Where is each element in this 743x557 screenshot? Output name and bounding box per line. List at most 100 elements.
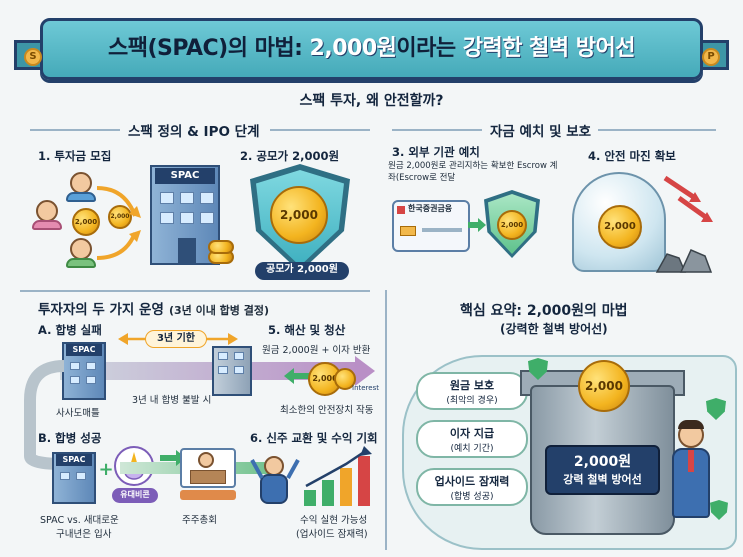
plus-icon: + xyxy=(98,459,114,480)
delisting-label: 사사도매틀 xyxy=(56,408,100,419)
businessman-hair xyxy=(678,420,704,429)
interest-coin-icon xyxy=(334,368,356,390)
coin-stack-icon xyxy=(208,240,234,254)
subtitle: 스팩 투자, 왜 안전할까? xyxy=(299,93,444,109)
side-coin-left-icon: S xyxy=(24,48,42,66)
coin-icon: 2,000 xyxy=(497,210,527,240)
operation-section-title: 투자자의 두 가지 운영 xyxy=(38,302,164,318)
transfer-arrow-icon xyxy=(468,218,486,232)
window xyxy=(180,212,194,224)
success-label: B. 합병 성공 xyxy=(38,431,102,445)
window xyxy=(86,362,96,370)
shield-check-icon xyxy=(528,358,548,380)
window xyxy=(70,376,80,384)
window xyxy=(160,212,174,224)
window xyxy=(70,362,80,370)
refund-label: 원금 2,000원 + 이자 반환 xyxy=(262,345,371,356)
bank-name: 한국증권금융 xyxy=(408,204,453,213)
unicorn-tag: 유대비콘 xyxy=(112,488,158,503)
window xyxy=(76,472,86,480)
bank-logo-icon xyxy=(397,206,405,214)
window xyxy=(200,192,214,204)
investor-body xyxy=(32,220,62,230)
window xyxy=(160,192,174,204)
fail-flow-arrowhead-icon xyxy=(355,356,375,386)
spac-building-label: SPAC xyxy=(66,344,102,356)
coin-icon: 2,000 xyxy=(578,360,630,412)
tower-label: 2,000원 강력 철벽 방어선 xyxy=(545,445,660,495)
shield-check-icon xyxy=(710,500,728,520)
podium xyxy=(190,470,226,484)
celebrate-arms-icon xyxy=(250,459,300,479)
investor-body xyxy=(260,474,288,504)
investor-icon xyxy=(70,172,92,194)
card-chip xyxy=(400,226,416,236)
coin-icon: 2,000 xyxy=(72,208,100,236)
speaker-head xyxy=(198,452,214,468)
investor-body xyxy=(66,258,96,268)
divider xyxy=(270,129,370,131)
deposit-section-title: 자금 예치 및 보호 xyxy=(490,124,592,140)
shield-check-icon xyxy=(706,398,726,420)
upside-note: (업사이드 잠재력) xyxy=(296,529,368,540)
step1-label: 1. 투자금 모집 xyxy=(38,149,112,163)
window xyxy=(200,212,214,224)
interest-label: Interest xyxy=(352,384,379,392)
period-tag: 3년 기한 xyxy=(145,330,207,348)
price-tag: 공모가 2,000원 xyxy=(255,262,349,280)
investor-icon xyxy=(36,200,58,222)
summary-subtitle: (강력한 철벽 방어선) xyxy=(500,322,608,336)
divider xyxy=(20,290,370,292)
page-title: 스팩(SPAC)의 마법: 2,000원이라는 강력한 철벽 방어선 xyxy=(107,36,636,61)
summary-item-interest: 이자 지급 (예치 기간) xyxy=(416,420,528,458)
window xyxy=(180,192,194,204)
window xyxy=(234,366,244,374)
investor-icon xyxy=(70,238,92,260)
window xyxy=(86,376,96,384)
title-banner xyxy=(40,18,703,80)
spac-building-label: SPAC xyxy=(56,454,92,466)
step6-label: 6. 신주 교환 및 수익 기회 xyxy=(250,431,378,445)
coin-icon: 2,000 xyxy=(270,186,328,244)
divider xyxy=(385,290,387,550)
fail-label: A. 합병 실패 xyxy=(38,323,102,337)
rocks-icon xyxy=(655,249,713,273)
window xyxy=(234,352,244,360)
summary-title: 핵심 요약: 2,000원의 마법 xyxy=(460,303,628,319)
summary-item-upside: 업사이드 잠재력 (합병 성공) xyxy=(416,468,528,506)
window xyxy=(60,472,70,480)
audience-bar xyxy=(180,490,236,500)
step3-description: 원금 2,000원로 관리지하는 확보한 Escrow 계좌(Escrow로 전… xyxy=(388,161,558,183)
spac-building-label: SPAC xyxy=(155,168,215,184)
coin-icon: 2,000 xyxy=(108,205,132,229)
company-entry-label: 구내년은 입사 xyxy=(56,529,112,540)
success-arrow-icon xyxy=(160,450,186,466)
businessman-tie xyxy=(688,450,694,472)
safety-label: 최소한의 안전장치 작동 xyxy=(280,405,374,416)
divider xyxy=(30,129,120,131)
operation-section-heading: 투자자의 두 가지 운영 (3년 이내 합병 결정) xyxy=(38,298,269,318)
spac-vs-label: SPAC vs. 새대로운 xyxy=(40,515,119,526)
divider xyxy=(392,129,482,131)
building-door xyxy=(178,238,196,265)
coin-icon: 2,000 xyxy=(598,205,642,249)
side-coin-right-icon: P xyxy=(702,48,720,66)
summary-item-principal: 원금 보호 (최악의 경우) xyxy=(416,372,528,410)
branch-connector-icon xyxy=(24,360,65,470)
operation-section-note: (3년 이내 합병 결정) xyxy=(168,304,270,317)
danger-arrows-icon xyxy=(663,175,713,222)
divider xyxy=(598,129,716,131)
refund-arrow-icon xyxy=(284,368,310,384)
shareholders-label: 주주총회 xyxy=(182,515,217,526)
window xyxy=(218,352,228,360)
profit-label: 수익 실현 가능성 xyxy=(300,515,368,526)
step3-label: 3. 외부 기관 예치 xyxy=(392,145,480,159)
ipo-section-title: 스팩 정의 & IPO 단계 xyxy=(128,124,260,140)
growth-chart-icon xyxy=(304,446,372,506)
window xyxy=(218,366,228,374)
investor-body xyxy=(66,192,96,202)
flow-arrow-icon xyxy=(96,186,141,260)
step5-label: 5. 해산 및 청산 xyxy=(268,323,346,337)
card-line xyxy=(422,228,462,232)
step2-label: 2. 공모가 2,000원 xyxy=(240,149,340,163)
